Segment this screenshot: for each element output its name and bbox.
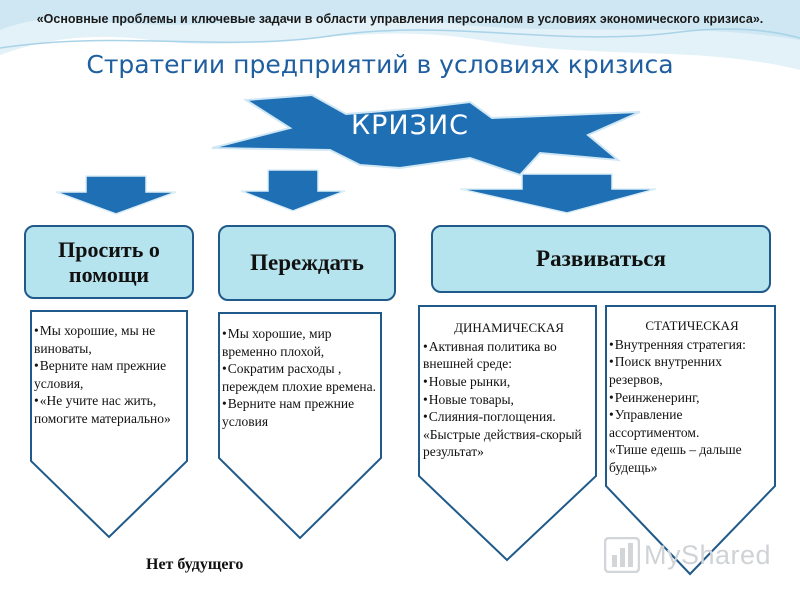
ask-text-block: Мы хорошие, мы не виноваты, Верните нам … [34,322,186,427]
list-item: Поиск внутренних резервов, [609,353,775,388]
list-item: Внутренняя стратегия: [609,336,775,354]
list-item: Сократим расходы , переждем плохие време… [222,360,378,395]
list-item: «Не учите нас жить, помогите материально… [34,392,186,427]
list-item: Реинженеринг, [609,389,775,407]
category-develop: Развиваться [431,225,771,293]
wait-text-block: Мы хорошие, мир временно плохой, Сократи… [222,325,378,430]
list-item: Новые товары, [423,391,595,409]
page-title: Стратегии предприятий в условиях кризиса [86,50,674,79]
logo-text: MyShared [644,539,772,570]
down-arrow-3 [459,173,657,214]
list-item: Новые рынки, [423,373,595,391]
header-wave-background [0,0,800,70]
crisis-burst-shape [211,93,641,177]
list-item: Управление ассортиментом. [609,406,775,441]
list-item: Слияния-поглощения. [423,408,595,426]
list-item: Верните нам прежние условия [222,395,378,430]
bar-chart-icon [604,537,640,573]
list-item: Верните нам прежние условия, [34,357,186,392]
dynamic-note: «Быстрые действия-скорый результат» [423,426,582,460]
crisis-label: КРИЗИС [350,110,469,141]
no-future-label: Нет будущего [146,556,244,573]
down-arrow-1 [55,175,177,215]
down-arrow-2 [240,169,346,212]
static-text-block: СТАТИЧЕСКАЯ Внутренняя стратегия: Поиск … [609,318,775,476]
list-item: Мы хорошие, мы не виноваты, [34,322,186,357]
dynamic-text-block: ДИНАМИЧЕСКАЯ Активная политика во внешне… [423,320,595,461]
static-title: СТАТИЧЕСКАЯ [645,318,739,333]
dynamic-title: ДИНАМИЧЕСКАЯ [454,320,564,335]
list-item: Активная политика во внешней среде: [423,338,595,373]
category-ask-for-help: Просить о помощи [24,225,194,299]
list-item: Мы хорошие, мир временно плохой, [222,325,378,360]
category-wait-out: Переждать [218,225,396,301]
static-note: «Тише едешь – дальше будещь» [609,442,742,475]
top-title: «Основные проблемы и ключевые задачи в о… [36,12,764,26]
watermark-logo: MyShared [604,537,771,573]
